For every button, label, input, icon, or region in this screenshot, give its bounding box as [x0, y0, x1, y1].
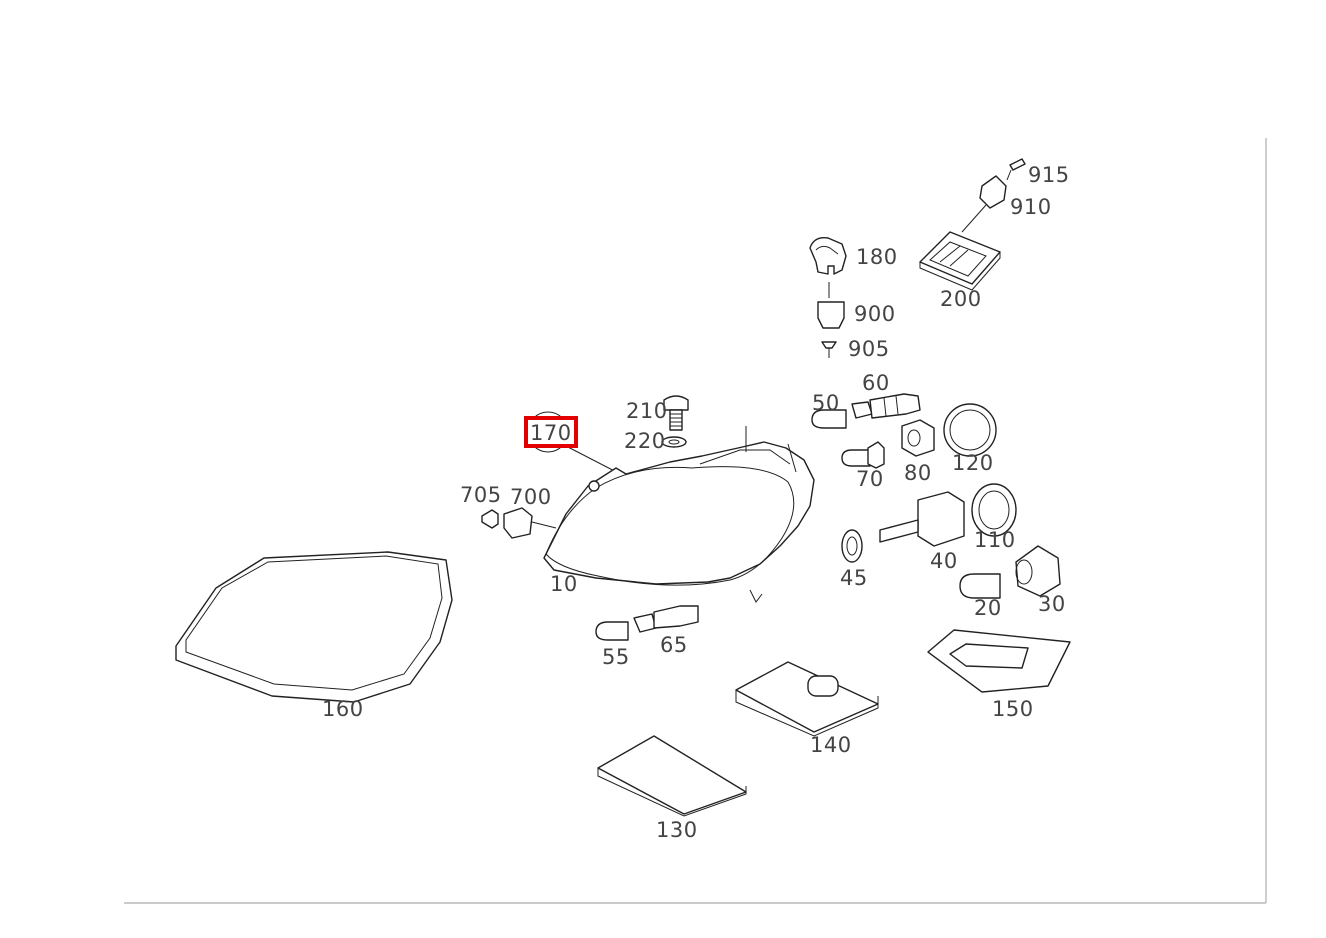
callout-40[interactable]: 40 [930, 549, 958, 573]
callout-170[interactable]: 170 [530, 421, 572, 445]
part-180-lamp-socket[interactable] [809, 237, 847, 275]
callout-150[interactable]: 150 [992, 697, 1034, 721]
part-910-connector[interactable] [979, 175, 1007, 209]
selected-callout-highlight[interactable] [524, 416, 578, 448]
part-220-washer[interactable] [661, 436, 687, 448]
callout-200[interactable]: 200 [940, 287, 982, 311]
part-700-socket[interactable] [503, 507, 533, 539]
callout-80[interactable]: 80 [904, 461, 932, 485]
callout-50[interactable]: 50 [812, 391, 840, 415]
callout-30[interactable]: 30 [1038, 592, 1066, 616]
callout-910[interactable]: 910 [1010, 195, 1052, 219]
callout-700[interactable]: 700 [510, 485, 552, 509]
part-915-screw[interactable] [1006, 158, 1026, 181]
callout-45[interactable]: 45 [840, 566, 868, 590]
callout-120[interactable]: 120 [952, 451, 994, 475]
part-140-control-module[interactable] [735, 661, 879, 737]
part-110-cover-cap[interactable] [971, 483, 1017, 537]
part-55-bulb[interactable] [595, 621, 629, 641]
callout-110[interactable]: 110 [974, 528, 1016, 552]
part-200-ballast-unit[interactable] [919, 231, 1001, 291]
part-120-seal-ring[interactable] [943, 403, 997, 457]
callout-65[interactable]: 65 [660, 633, 688, 657]
callout-180[interactable]: 180 [856, 245, 898, 269]
callout-915[interactable]: 915 [1028, 163, 1070, 187]
callout-130[interactable]: 130 [656, 818, 698, 842]
part-160-lens-frame[interactable] [175, 551, 453, 703]
callout-20[interactable]: 20 [974, 596, 1002, 620]
callout-160[interactable]: 160 [322, 697, 364, 721]
part-130-control-module[interactable] [597, 735, 747, 817]
part-45-retaining-ring[interactable] [841, 529, 863, 563]
part-70-bulb[interactable] [841, 441, 885, 469]
callout-55[interactable]: 55 [602, 645, 630, 669]
part-10-headlamp-assembly[interactable] [543, 426, 815, 603]
callout-705[interactable]: 705 [460, 483, 502, 507]
part-50-bulb[interactable] [811, 409, 847, 429]
part-905-screw[interactable] [821, 341, 837, 358]
callout-905[interactable]: 905 [848, 337, 890, 361]
callout-220[interactable]: 220 [624, 429, 666, 453]
leader-910-200 [961, 204, 987, 233]
callout-210[interactable]: 210 [626, 399, 668, 423]
part-60-socket-bulb[interactable] [851, 393, 921, 419]
callout-900[interactable]: 900 [854, 302, 896, 326]
leader-700-10 [531, 521, 557, 529]
part-40-xenon-bulb[interactable] [879, 491, 965, 547]
part-30-socket[interactable] [1015, 545, 1061, 597]
part-80-lamp-holder[interactable] [901, 419, 935, 457]
part-20-bulb[interactable] [959, 573, 1001, 599]
callout-140[interactable]: 140 [810, 733, 852, 757]
part-65-socket[interactable] [633, 605, 699, 633]
part-705-bulb[interactable] [481, 509, 499, 529]
part-150-control-module[interactable] [927, 629, 1071, 693]
callout-60[interactable]: 60 [862, 371, 890, 395]
part-210-bolt[interactable] [663, 395, 689, 431]
callout-70[interactable]: 70 [856, 467, 884, 491]
part-900-adapter[interactable] [817, 301, 845, 329]
callout-10[interactable]: 10 [550, 572, 578, 596]
